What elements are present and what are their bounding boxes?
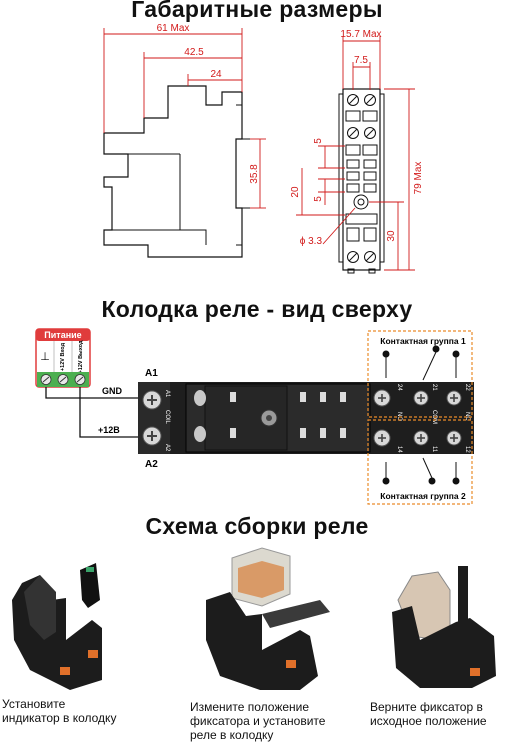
top-view-title: Колодка реле - вид сверху [101, 296, 413, 322]
dim-30: 30 [386, 230, 397, 242]
step2-line3: реле в колодку [190, 728, 274, 742]
step1-caption: Установите индикатор в колодку [2, 697, 116, 725]
label-a2: A2 [145, 459, 158, 470]
v12-label: +12В [98, 425, 120, 435]
step2-caption: Измените положение фиксатора и установит… [190, 700, 325, 742]
dim-24: 24 [210, 69, 222, 80]
gnd-label: GND [102, 386, 123, 396]
pin-22: 22 [464, 384, 470, 391]
step1-line1: Установите [2, 697, 66, 711]
power-title: Питание [44, 330, 81, 340]
dim-20: 20 [290, 186, 301, 198]
front-view [338, 88, 385, 274]
dim-7: 7.5 [354, 55, 368, 66]
pin-a1: A1 [164, 390, 170, 398]
pin-12: 12 [464, 446, 470, 453]
power-col-gnd: ⊥ [40, 350, 50, 363]
pin-11: 11 [431, 446, 437, 453]
step3-line2: исходное положение [370, 714, 487, 728]
dim-61: 61 Max [157, 23, 190, 34]
pin-24: 24 [396, 384, 402, 391]
step3-line1: Верните фиксатор в [370, 700, 483, 714]
dim-15: 15.7 Max [340, 29, 381, 40]
group2-label: Контактная группа 2 [380, 491, 466, 501]
step1-line2: индикатор в колодку [2, 711, 117, 725]
dim-5a: 5 [313, 138, 324, 144]
dim-79: 79 Max [413, 162, 424, 195]
assembly-title: Схема сборки реле [145, 513, 369, 539]
dim-42: 42.5 [184, 47, 204, 58]
dim-hole: ϕ 3.3 [300, 236, 323, 247]
pin-coil: COIL [164, 410, 170, 425]
power-col-in: +12V Вход [60, 342, 66, 371]
dimension-drawing: 61 Max 42.5 24 35.8 [103, 23, 424, 274]
power-module: Питание ⊥ +12V Вход +12V Выход [35, 328, 91, 388]
relay-socket: A1 COIL A2 24 21 22 NO COM NC 14 11 12 [138, 382, 474, 454]
contact-group-frames [367, 330, 473, 505]
dim-35: 35.8 [249, 164, 260, 184]
dim-5b: 5 [313, 196, 324, 202]
step2-image [206, 547, 330, 690]
dimensions-title: Габаритные размеры [131, 0, 383, 22]
step2-line2: фиксатора и установите [190, 714, 326, 728]
step3-image [392, 566, 496, 688]
group1-label: Контактная группа 1 [380, 336, 466, 346]
group-pointers [382, 345, 460, 485]
pin-21: 21 [431, 384, 437, 391]
power-col-out: +12V Выход [78, 340, 84, 373]
step3-caption: Верните фиксатор в исходное положение [370, 700, 487, 728]
step2-line1: Измените положение [190, 700, 310, 714]
wires [45, 387, 138, 438]
front-dimension-lines [296, 36, 415, 271]
wiring-diagram: Питание ⊥ +12V Вход +12V Выход GND +12В [35, 328, 474, 505]
pin-14: 14 [396, 446, 402, 453]
label-a1: A1 [145, 368, 158, 379]
pin-a2: A2 [164, 444, 170, 452]
side-dimension-lines [103, 28, 266, 209]
step1-image [12, 563, 102, 690]
